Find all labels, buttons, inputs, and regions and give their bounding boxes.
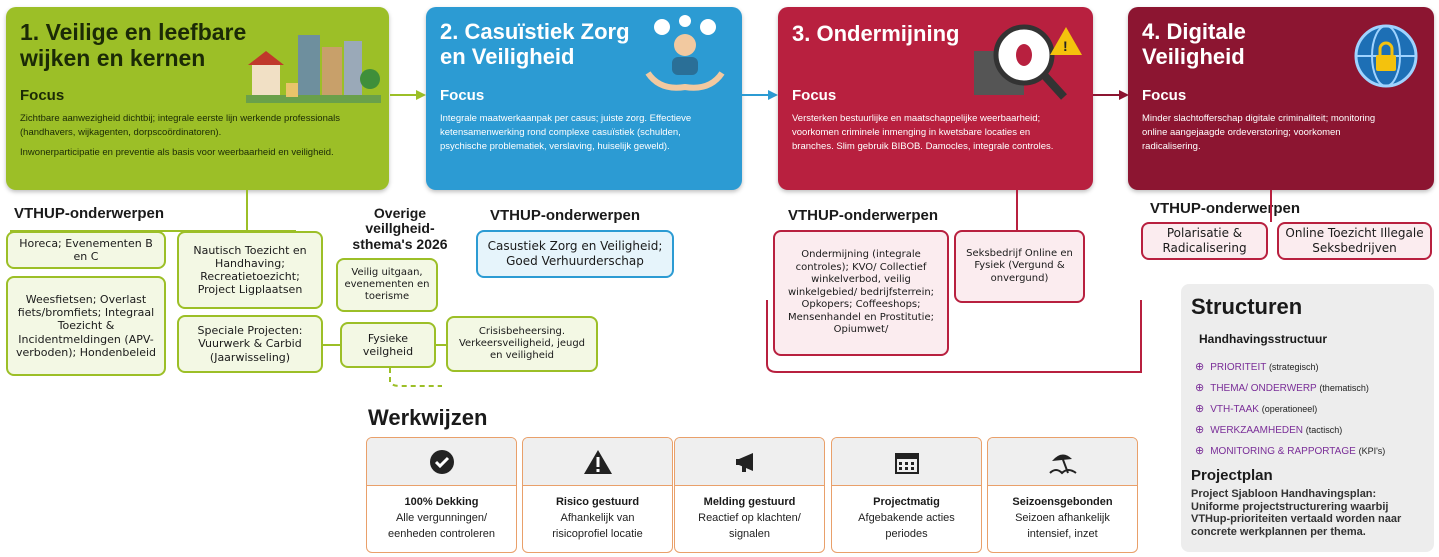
structuren-title: Structuren: [1191, 294, 1303, 319]
connector-line: [246, 190, 248, 230]
topic-ondermijning: Ondermijning (integrale controles); KVO/…: [773, 230, 949, 356]
werkwijze-title: Risico gestuurd: [555, 496, 640, 508]
werkwijzen-title: Werkwijzen: [368, 405, 488, 430]
projectplan-title: Projectplan: [1191, 467, 1273, 484]
arrow-right-icon: [390, 90, 426, 100]
werkwijze-desc: Alle vergunningen/eenheden controleren: [387, 512, 496, 540]
werkwijze-card: Melding gestuurd Reactief op klachten/si…: [674, 437, 825, 553]
topic-weesfietsen: Weesfietsen; Overlast fiets/bromfiets; I…: [6, 276, 166, 376]
topic-fysieke-veiligheid: Fysieke veilgheid: [340, 322, 436, 368]
dashed-connector: [389, 368, 442, 387]
topic-casustiek: Casustiek Zorg en Veiligheid; Goed Verhu…: [476, 230, 674, 278]
megaphone-icon: [735, 452, 753, 472]
structuur-item: ⊕VTH-TAAK (operationeel): [1195, 403, 1318, 415]
focus-text: Integrale maatwerkaanpak per casus; juis…: [440, 113, 692, 152]
plus-circle-icon: ⊕: [1195, 382, 1205, 394]
focus-label: Focus: [20, 87, 65, 104]
focus-text: Zichtbare aanwezigheid dichtbij; integra…: [20, 113, 341, 158]
plus-circle-icon: ⊕: [1195, 403, 1205, 415]
structuur-item: ⊕PRIORITEIT (strategisch): [1195, 361, 1319, 373]
focus-label: Focus: [1142, 87, 1187, 104]
overige-heading: Overige veillgheid-sthema's 2026: [352, 205, 448, 252]
panel-ondermijning: 3. Ondermijning ! Focus Versterken bestu…: [778, 7, 1093, 190]
structuren-subtitle: Handhavingsstructuur: [1199, 332, 1328, 346]
globe-lock-icon: [1354, 24, 1418, 88]
vthup-heading: VTHUP-onderwerpen: [788, 207, 939, 224]
werkwijze-title: Seizoensgebonden: [1012, 496, 1113, 508]
connector-line: [436, 344, 446, 346]
focus-text: Minder slachtofferschap digitale crimina…: [1142, 113, 1376, 152]
beach-icon: [1048, 453, 1077, 474]
topic-horeca: Horeca; Evenementen B en C: [6, 231, 166, 269]
vthup-heading: VTHUP-onderwerpen: [490, 207, 641, 224]
topic-nautisch: Nautisch Toezicht en Handhaving; Recreat…: [177, 231, 323, 309]
svg-text:!: !: [1063, 38, 1068, 54]
arrow-right-icon: [1093, 90, 1129, 100]
topic-crisisbeheersing: Crisisbeheersing. Verkeersveiligheid, je…: [446, 316, 598, 372]
topic-veilig-uitgaan: Veilig uitgaan, evenementen en toerisme: [336, 258, 438, 312]
plus-circle-icon: ⊕: [1195, 445, 1205, 457]
calendar-icon: [894, 452, 919, 474]
topic-speciale-projecten: Speciale Projecten: Vuurwerk & Carbid (J…: [177, 315, 323, 373]
connector-line: [323, 344, 340, 346]
structuren-panel: Structuren Handhavingsstructuur ⊕PRIORIT…: [1181, 284, 1434, 552]
projectplan-text: Project Sjabloon Handhavingsplan:Uniform…: [1191, 488, 1402, 538]
vthup-heading: VTHUP-onderwerpen: [1150, 200, 1301, 217]
topic-online-toezicht: Online Toezicht Illegale Seksbedrijven: [1277, 222, 1432, 260]
panel-title: 3. Ondermijning: [792, 21, 960, 46]
werkwijze-title: Melding gestuurd: [703, 496, 796, 508]
vthup-heading: VTHUP-onderwerpen: [14, 205, 165, 222]
werkwijze-card: 100% Dekking Alle vergunningen/eenheden …: [366, 437, 517, 553]
topic-seksbedrijf: Seksbedrijf Online en Fysiek (Vergund & …: [954, 230, 1085, 303]
check-icon: [429, 449, 454, 474]
structuur-item: ⊕WERKZAAMHEDEN (tactisch): [1195, 424, 1343, 436]
focus-label: Focus: [440, 87, 485, 104]
neighbourhood-icon: [246, 35, 381, 103]
focus-text: Versterken bestuurlijke en maatschappeli…: [792, 113, 1054, 152]
arrow-right-icon: [742, 90, 778, 100]
warning-icon: [583, 449, 612, 474]
werkwijze-title: Projectmatig: [873, 496, 940, 508]
plus-circle-icon: ⊕: [1195, 361, 1205, 373]
focus-label: Focus: [792, 87, 837, 104]
magnifier-bug-icon: !: [974, 24, 1082, 100]
connector-line: [1270, 190, 1272, 222]
care-hands-icon: [645, 15, 725, 91]
red-connector: [766, 300, 1142, 373]
werkwijze-desc: Reactief op klachten/signalen: [698, 512, 801, 540]
werkwijze-title: 100% Dekking: [404, 496, 479, 508]
structuur-item: ⊕MONITORING & RAPPORTAGE (KPI's): [1195, 445, 1386, 457]
plus-circle-icon: ⊕: [1195, 424, 1205, 436]
connector-line: [1016, 190, 1018, 230]
topic-polarisatie: Polarisatie & Radicalisering: [1141, 222, 1268, 260]
structuur-item: ⊕THEMA/ ONDERWERP (thematisch): [1195, 382, 1369, 394]
